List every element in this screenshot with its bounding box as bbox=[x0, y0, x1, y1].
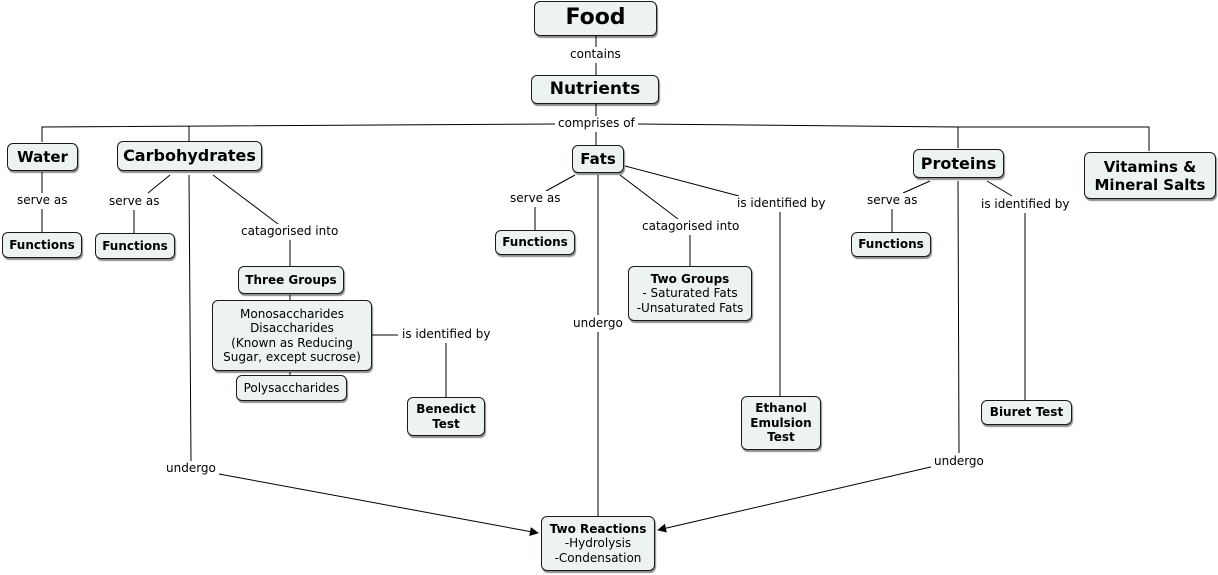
saccharides-node[interactable]: Monosaccharides Disaccharides (Known as … bbox=[212, 300, 372, 371]
link-label-comprises-of: comprises of bbox=[555, 116, 638, 132]
vitamins-label-line1: Vitamins & bbox=[1103, 157, 1197, 176]
two-reactions-node[interactable]: Two Reactions -Hydrolysis -Condensation bbox=[541, 516, 655, 571]
fats-functions-label: Functions bbox=[502, 235, 568, 250]
carbohydrates-label: Carbohydrates bbox=[123, 146, 256, 166]
reactions-item-condensation: -Condensation bbox=[554, 550, 642, 565]
link-label-carbs-categorised: catagorised into bbox=[238, 224, 342, 240]
link-label-fats-serve-as: serve as bbox=[507, 191, 564, 207]
saccharides-line3: (Known as Reducing bbox=[231, 335, 353, 350]
water-node[interactable]: Water bbox=[7, 143, 78, 171]
ethanol-line2: Emulsion bbox=[750, 415, 812, 430]
line-carbs-serve bbox=[147, 174, 171, 194]
polysaccharides-label: Polysaccharides bbox=[243, 380, 340, 395]
link-label-fats-identified-by: is identified by bbox=[734, 196, 829, 212]
biuret-label: Biuret Test bbox=[989, 405, 1064, 420]
link-label-water-serve-as: serve as bbox=[14, 193, 71, 209]
ethanol-line3: Test bbox=[767, 430, 795, 445]
polysaccharides-node[interactable]: Polysaccharides bbox=[236, 375, 347, 401]
line-proteins-serve bbox=[902, 180, 931, 194]
line-comprises-right bbox=[636, 123, 959, 148]
link-label-fats-undergo: undergo bbox=[570, 316, 626, 332]
fats-functions-node[interactable]: Functions bbox=[495, 230, 575, 255]
nutrients-label: Nutrients bbox=[549, 79, 641, 100]
line-fats-identified bbox=[624, 165, 740, 197]
carbs-functions-label: Functions bbox=[102, 238, 168, 253]
benedict-line2: Test bbox=[432, 416, 460, 431]
link-label-contains: contains bbox=[567, 47, 624, 63]
nutrients-node[interactable]: Nutrients bbox=[531, 75, 659, 104]
proteins-functions-label: Functions bbox=[858, 237, 924, 252]
link-label-fats-categorised: catagorised into bbox=[639, 219, 743, 235]
proteins-functions-node[interactable]: Functions bbox=[851, 232, 931, 257]
biuret-test-node[interactable]: Biuret Test bbox=[981, 400, 1072, 425]
fats-label: Fats bbox=[580, 150, 616, 168]
water-label: Water bbox=[17, 148, 68, 166]
line-fats-serve bbox=[545, 174, 576, 192]
three-groups-node[interactable]: Three Groups bbox=[238, 266, 344, 294]
two-groups-item-saturated: - Saturated Fats bbox=[642, 286, 738, 301]
line-comprises-vitamins bbox=[958, 126, 1150, 151]
arrow-carbs-reactions bbox=[218, 473, 539, 536]
two-groups-title: Two Groups bbox=[650, 271, 730, 286]
line-proteins-undergo bbox=[957, 180, 960, 454]
benedict-line1: Benedict bbox=[416, 402, 476, 417]
fats-node[interactable]: Fats bbox=[572, 145, 624, 173]
ethanol-emulsion-test-node[interactable]: Ethanol Emulsion Test bbox=[741, 396, 821, 450]
line-proteins-identified bbox=[986, 180, 1013, 197]
vitamins-node[interactable]: Vitamins & Mineral Salts bbox=[1084, 152, 1216, 199]
link-label-proteins-undergo: undergo bbox=[931, 454, 987, 470]
reactions-title: Two Reactions bbox=[549, 521, 647, 536]
link-label-proteins-serve-as: serve as bbox=[864, 193, 921, 209]
link-label-proteins-identified-by: is identified by bbox=[978, 197, 1073, 213]
food-node[interactable]: Food bbox=[534, 1, 657, 36]
vitamins-label-line2: Mineral Salts bbox=[1094, 175, 1206, 194]
link-label-carbs-undergo: undergo bbox=[163, 461, 219, 477]
line-comprises-left bbox=[41, 123, 556, 142]
two-groups-node[interactable]: Two Groups - Saturated Fats -Unsaturated… bbox=[628, 266, 752, 321]
carbs-functions-node[interactable]: Functions bbox=[95, 233, 175, 259]
benedict-test-node[interactable]: Benedict Test bbox=[407, 397, 485, 436]
arrow-proteins-reactions bbox=[657, 465, 936, 533]
carbohydrates-node[interactable]: Carbohydrates bbox=[117, 141, 262, 171]
proteins-label: Proteins bbox=[920, 153, 997, 173]
reactions-item-hydrolysis: -Hydrolysis bbox=[564, 536, 632, 551]
water-functions-node[interactable]: Functions bbox=[2, 232, 82, 258]
ethanol-line1: Ethanol bbox=[755, 401, 807, 416]
water-functions-label: Functions bbox=[9, 237, 75, 252]
saccharides-line4: Sugar, except sucrose) bbox=[223, 349, 361, 364]
line-fats-categorised bbox=[619, 174, 679, 220]
line-carbs-categorised bbox=[212, 174, 279, 225]
three-groups-label: Three Groups bbox=[245, 272, 337, 287]
link-label-carbs-identified-by: is identified by bbox=[399, 327, 494, 343]
saccharides-line1: Monosaccharides bbox=[240, 306, 344, 321]
two-groups-item-unsaturated: -Unsaturated Fats bbox=[636, 300, 744, 315]
saccharides-line2: Disaccharides bbox=[250, 321, 334, 336]
link-label-carbs-serve-as: serve as bbox=[106, 194, 163, 210]
line-carbs-undergo bbox=[188, 174, 192, 462]
food-label: Food bbox=[565, 5, 626, 31]
proteins-node[interactable]: Proteins bbox=[913, 149, 1004, 178]
